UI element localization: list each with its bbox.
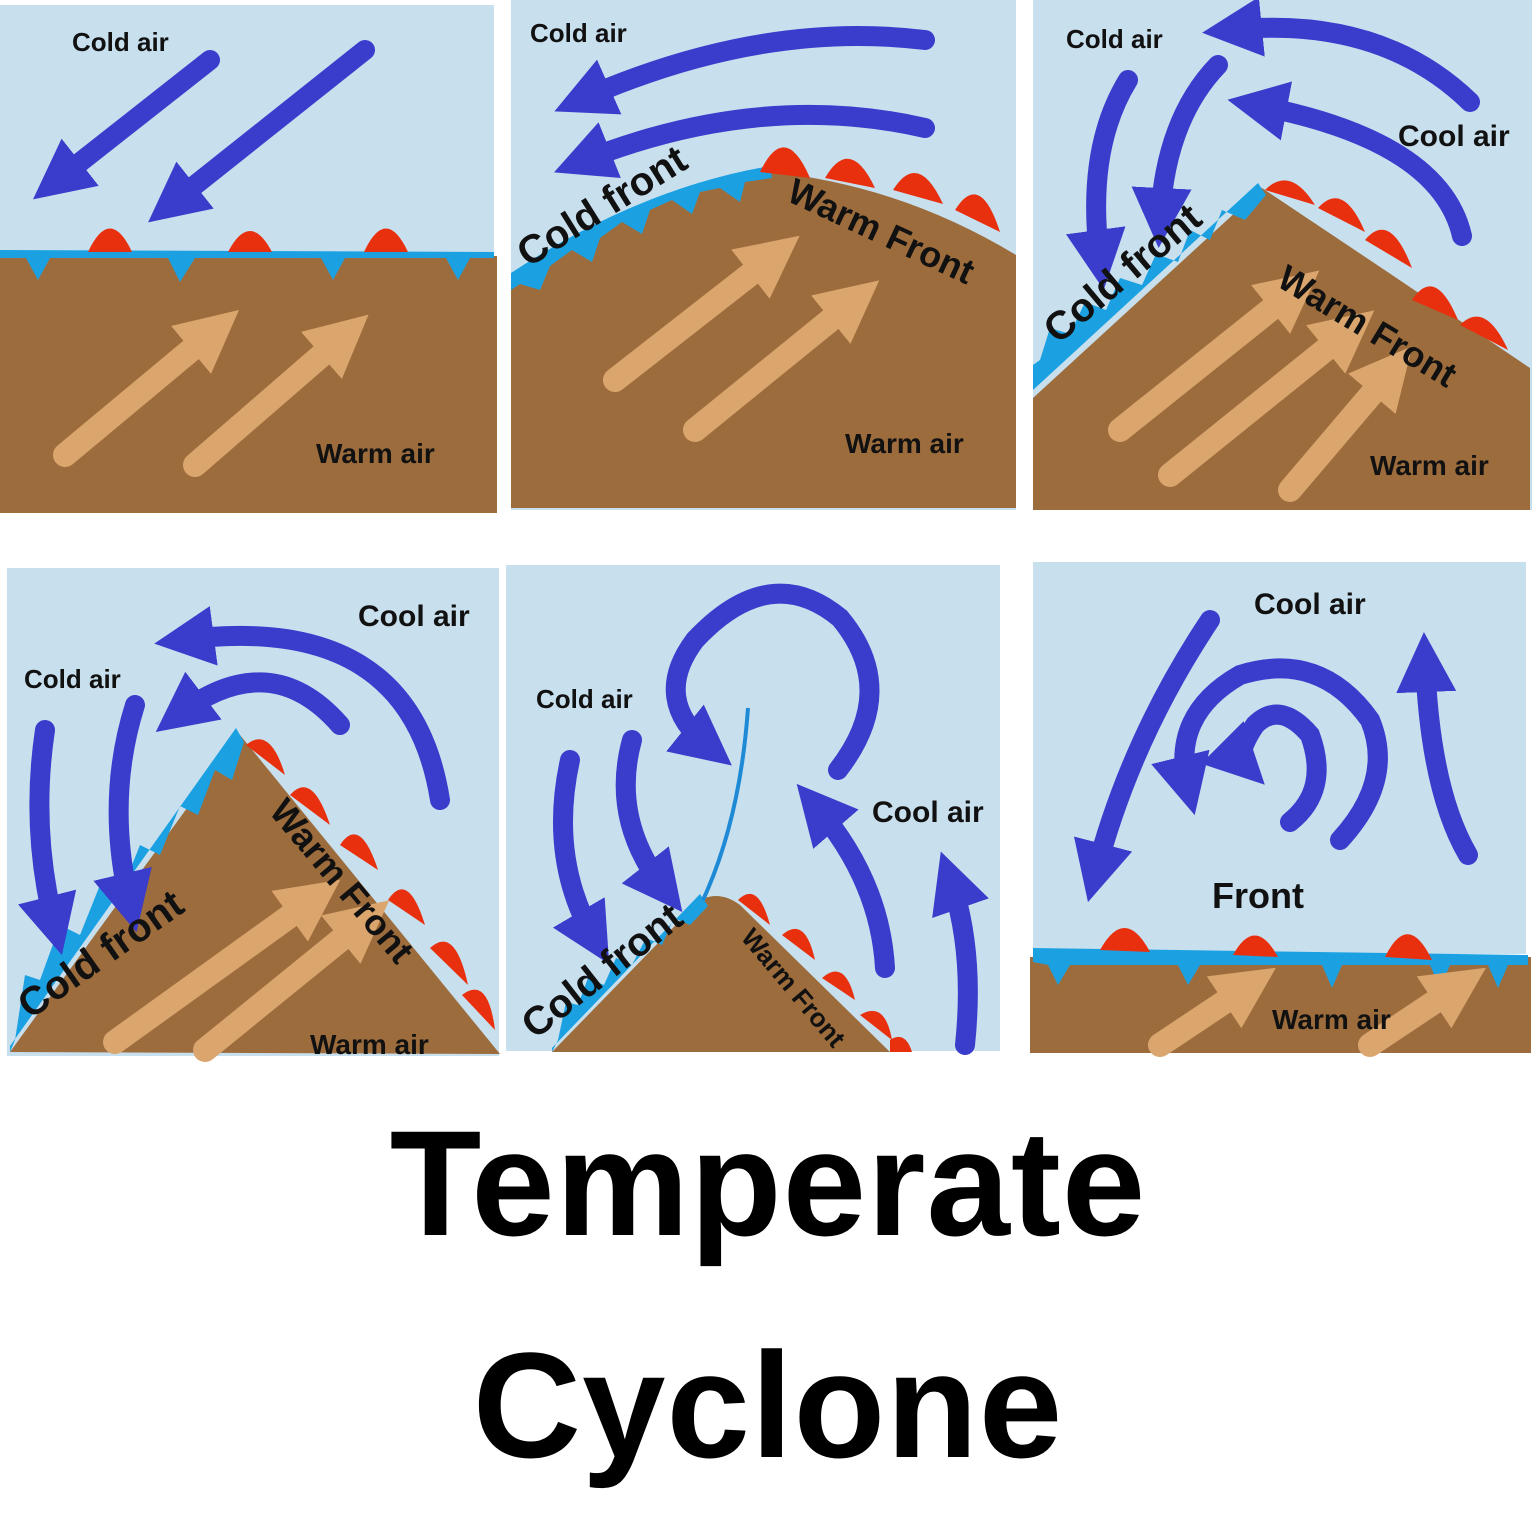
title-line-2: Cyclone: [472, 1321, 1064, 1489]
warm-air-arrow: [1158, 310, 1375, 487]
warm-air-arrow: [103, 879, 341, 1054]
warm-front-bump: [1365, 229, 1412, 268]
ground-warm-air-mass: [511, 172, 1016, 508]
warm-air-arrow: [683, 280, 880, 442]
cold-front-line: [511, 166, 772, 290]
warm-front-bump: [782, 928, 815, 960]
warm-front-bump: [1460, 316, 1508, 350]
warm-front-bump: [340, 834, 378, 870]
warm-front-bump: [760, 147, 810, 178]
warm-front-bump: [860, 1010, 892, 1040]
warm-front-bump: [246, 739, 285, 775]
cold-air-arrow: [148, 40, 375, 223]
cool-air-arrow: [154, 606, 450, 810]
occluded-front-line: [701, 707, 750, 901]
warm-air-arrow: [603, 235, 800, 392]
warm-front-bump: [388, 889, 425, 925]
cold-air-arrow: [18, 720, 77, 956]
ground-warm-air-mass: [1033, 188, 1530, 510]
panel-stage-1: Cold air Warm air: [0, 5, 497, 513]
panel-stage-6: Cool air Front Warm air: [1030, 562, 1531, 1057]
front-bump: [1385, 934, 1432, 960]
swirl-arrow: [1201, 704, 1327, 832]
warm-air-arrow: [53, 310, 239, 467]
label-cold-air: Cold air: [530, 18, 627, 48]
front-bump: [1100, 927, 1150, 952]
label-warm-air: Warm air: [316, 438, 435, 469]
label-warm-air: Warm air: [845, 428, 964, 459]
occlusion-loop-arrow: [665, 583, 880, 780]
warm-front-bump: [1265, 180, 1315, 205]
panel-stage-3: Cold air Cool air Cold front Warm Front …: [1033, 0, 1532, 510]
label-cold-air: Cold air: [1066, 24, 1163, 54]
warm-front-bump: [364, 228, 408, 252]
label-cool-air: Cool air: [872, 796, 984, 829]
label-front: Front: [1212, 875, 1304, 916]
cold-front-line: [10, 728, 244, 1052]
cold-air-arrow: [554, 104, 935, 178]
label-cold-air: Cold air: [24, 664, 121, 694]
cool-air-arrow: [932, 851, 989, 1055]
panel-stage-4: Cool air Cold air Cold front Warm Front …: [7, 568, 500, 1062]
cold-air-arrow: [552, 750, 610, 965]
warm-air-arrow: [183, 314, 369, 477]
cold-front-line: [0, 250, 494, 282]
label-cold-air: Cold air: [536, 684, 633, 714]
cool-air-arrow: [1073, 610, 1220, 903]
warm-front-bump: [825, 158, 875, 188]
cold-air-arrow: [1066, 70, 1138, 290]
warm-front-bump: [462, 989, 495, 1030]
warm-front-bump: [738, 893, 770, 925]
cold-front-line: [1033, 183, 1266, 390]
ground-warm-air-mass: [10, 735, 500, 1054]
cold-air-arrow: [93, 695, 152, 933]
cool-air-arrow: [1227, 81, 1472, 246]
warm-front-bump: [955, 194, 1000, 232]
cool-air-arrow: [1202, 0, 1480, 112]
warm-front-bump: [890, 1036, 912, 1052]
ground-warm-air-mass: [0, 256, 497, 513]
warm-front-bump: [1318, 198, 1365, 232]
label-cool-air: Cool air: [358, 600, 470, 633]
panel-stage-5: Cold air Cool air Cold front Warm Front: [506, 565, 1000, 1055]
warm-front-bump: [430, 941, 468, 985]
warm-front-bump: [228, 231, 272, 252]
panel-stage-2: Cold air Cold front Warm Front Warm air: [509, 0, 1016, 510]
warm-front-bump: [1412, 286, 1458, 320]
warm-air-arrow: [193, 900, 390, 1062]
label-cool-air: Cool air: [1254, 588, 1366, 621]
warm-front-bump: [88, 228, 132, 252]
cool-air-arrow: [155, 671, 350, 735]
warm-front-bump: [822, 971, 855, 1000]
label-cool-air: Cool air: [1398, 120, 1510, 153]
cold-air-arrow: [554, 26, 935, 115]
cool-air-arrow: [1396, 632, 1478, 865]
cold-air-arrow: [1131, 55, 1228, 248]
cold-front-line: [552, 894, 708, 1052]
swirl-arrow: [1151, 658, 1388, 850]
label-cold-air: Cold air: [72, 27, 169, 57]
warm-air-arrow: [1358, 967, 1486, 1057]
cold-air-arrow: [32, 50, 220, 200]
title-line-1: Temperate: [389, 1099, 1147, 1267]
warm-front-bump: [290, 787, 330, 825]
warm-front-bump: [893, 172, 943, 204]
label-warm-air: Warm air: [1272, 1004, 1391, 1035]
warm-air-arrow: [1148, 967, 1276, 1057]
label-warm-air: Warm air: [310, 1029, 429, 1060]
cool-air-arrow: [796, 783, 895, 978]
ground-warm-air-mass: [552, 896, 890, 1052]
label-warm-air: Warm air: [1370, 450, 1489, 481]
warm-air-arrow: [1278, 346, 1413, 502]
warm-air-arrow: [1108, 270, 1320, 442]
cold-air-arrow: [615, 730, 683, 913]
front-bump: [1233, 935, 1278, 957]
